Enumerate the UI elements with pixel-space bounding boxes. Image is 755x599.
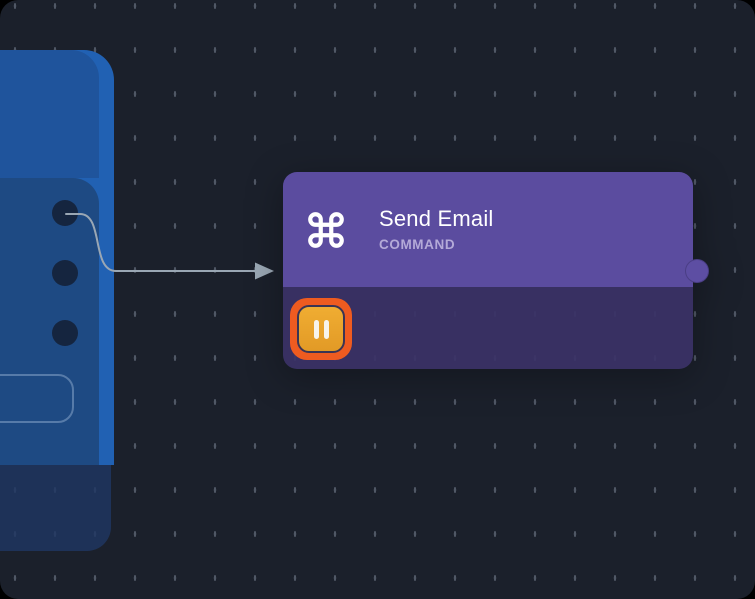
pause-icon [297,305,345,353]
node-left-partial[interactable] [0,50,114,551]
left-node-body [0,465,111,551]
command-icon [308,211,344,248]
node-title: Send Email [379,205,494,231]
node-subtitle: COMMAND [379,237,456,253]
output-port[interactable] [52,200,78,226]
output-port[interactable] [52,320,78,346]
send-email-header[interactable]: Send Email COMMAND [283,172,693,287]
output-port[interactable] [52,260,78,286]
left-node-header [0,50,99,178]
pause-status-badge[interactable] [290,298,352,360]
output-handle[interactable] [685,259,709,283]
node-send-email[interactable]: Send Email COMMAND [283,172,709,369]
left-node-action-button[interactable] [0,374,74,423]
